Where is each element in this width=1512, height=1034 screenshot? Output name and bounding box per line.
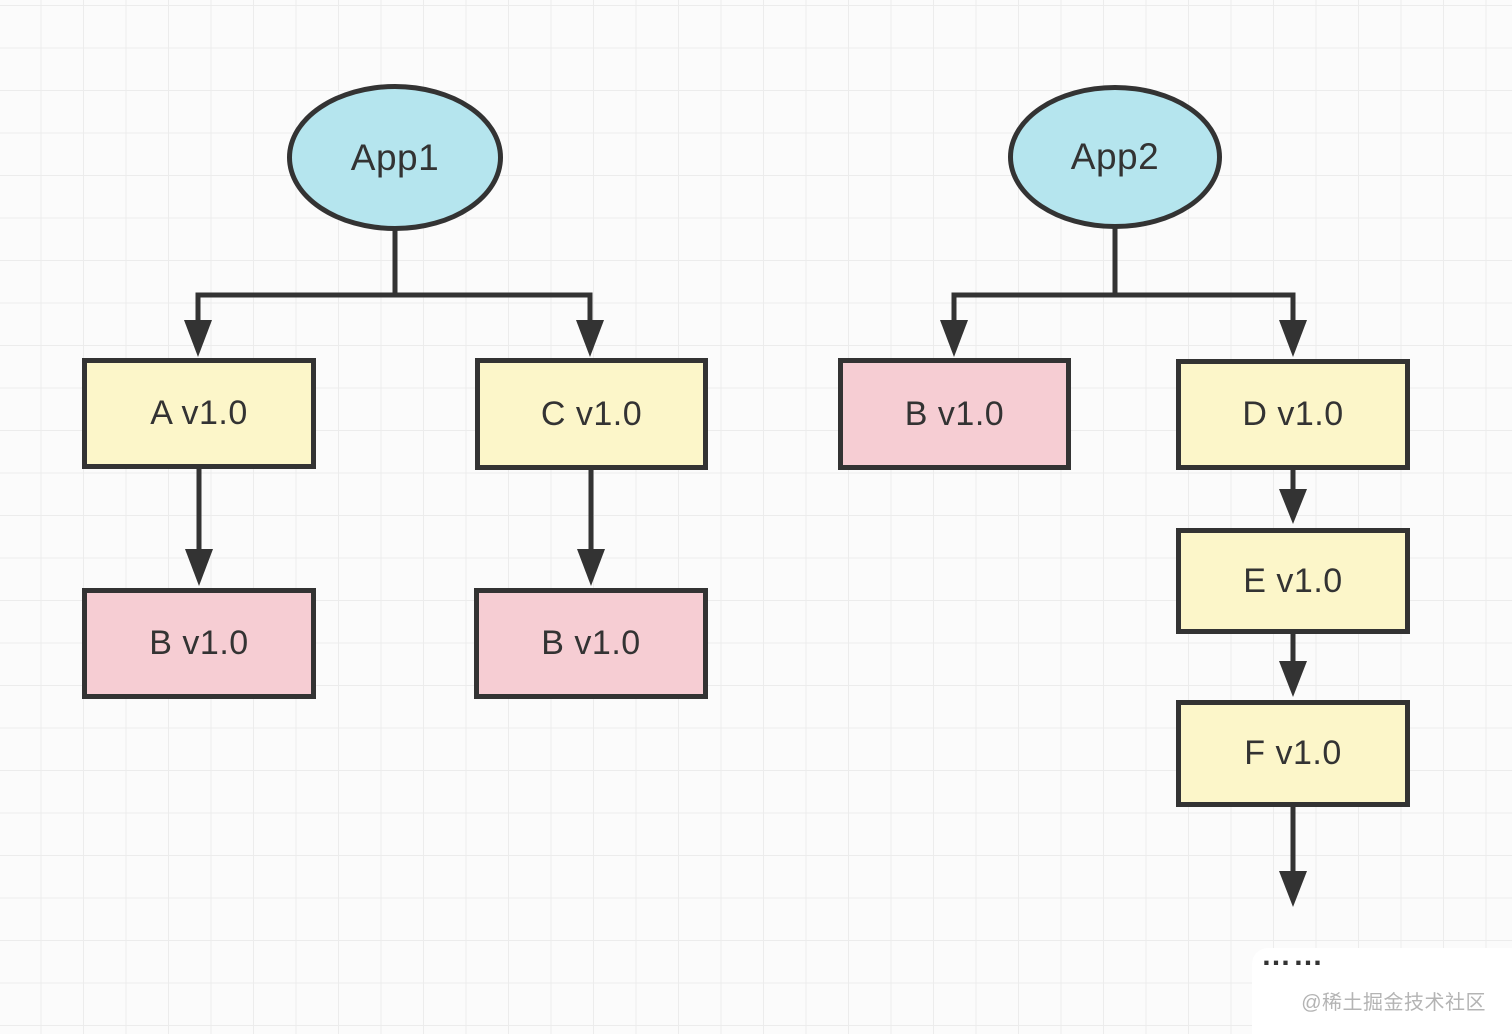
node-app1-label: App1: [350, 136, 440, 178]
node-app2: App2: [1008, 85, 1222, 229]
node-b-app2: B v1.0: [838, 358, 1071, 470]
node-b-under-c-label: B v1.0: [541, 624, 641, 662]
arrowhead-app1-to-a: [184, 320, 212, 357]
watermark: @稀土掘金技术社区: [1301, 992, 1486, 1014]
node-b-under-a-label: B v1.0: [149, 624, 249, 662]
node-a-v1: A v1.0: [82, 358, 316, 469]
node-f-v1: F v1.0: [1176, 700, 1410, 807]
node-b-under-a: B v1.0: [82, 588, 316, 699]
arrowhead-e-to-f: [1279, 661, 1307, 697]
arrowhead-d-to-e: [1279, 489, 1307, 524]
node-b-app2-label: B v1.0: [904, 394, 1005, 433]
arrowhead-a-to-b: [185, 549, 213, 586]
node-app2-label: App2: [1070, 136, 1160, 177]
node-d-v1: D v1.0: [1176, 359, 1410, 470]
node-d-label: D v1.0: [1242, 395, 1344, 433]
edge-app2-branch: [951, 292, 1296, 327]
node-e-label: E v1.0: [1243, 561, 1343, 600]
edge-app1-branch: [195, 292, 593, 327]
arrowhead-c-to-b: [577, 549, 605, 586]
node-a-label: A v1.0: [150, 394, 248, 432]
node-c-label: C v1.0: [540, 394, 643, 433]
node-app1: App1: [287, 84, 503, 231]
node-b-under-c: B v1.0: [474, 588, 708, 699]
arrowhead-app1-to-c: [576, 320, 604, 357]
node-f-label: F v1.0: [1244, 734, 1342, 772]
node-c-v1: C v1.0: [475, 358, 708, 470]
arrowhead-f-to-more: [1279, 871, 1307, 907]
watermark-panel: [1252, 948, 1512, 1034]
continuation-ellipsis: ……: [1261, 939, 1325, 972]
arrowhead-app2-to-d: [1279, 320, 1307, 357]
arrowhead-app2-to-b: [940, 320, 968, 357]
node-e-v1: E v1.0: [1176, 528, 1410, 634]
